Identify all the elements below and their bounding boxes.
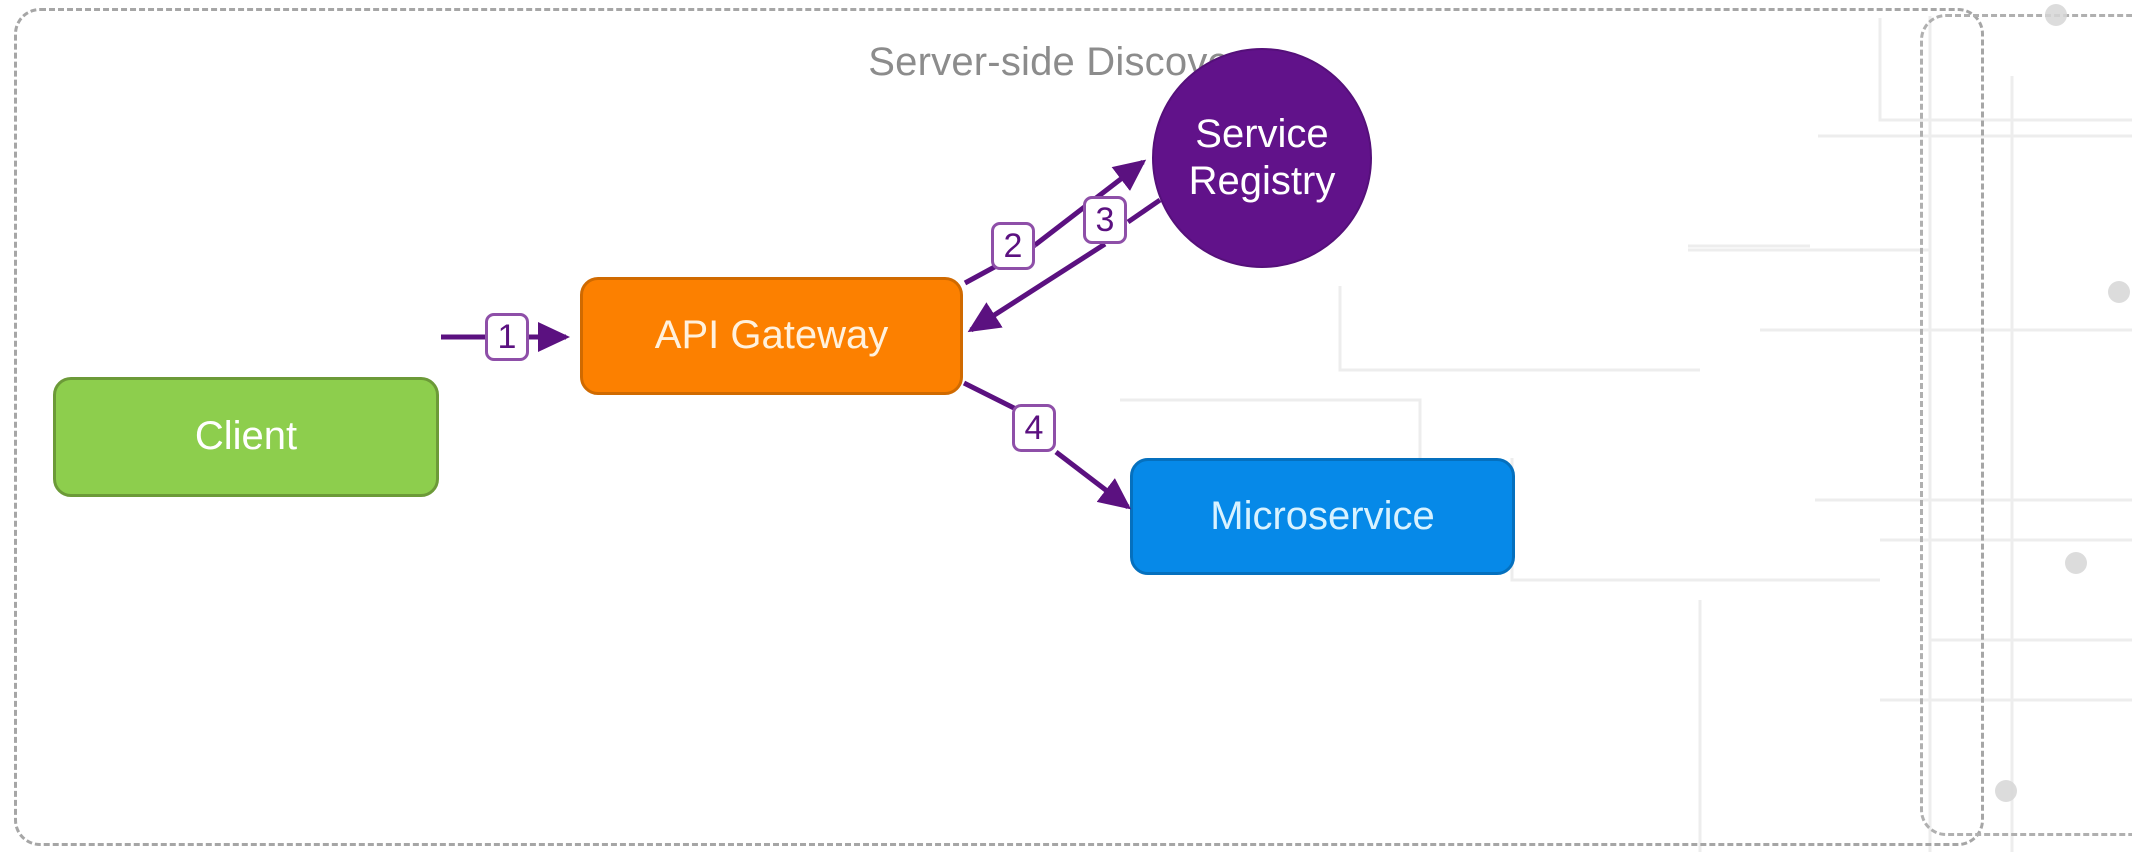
node-service-registry[interactable]: Service Registry bbox=[1152, 48, 1372, 268]
node-microservice-label: Microservice bbox=[1210, 493, 1435, 538]
resize-handle-right[interactable] bbox=[2108, 281, 2130, 303]
node-service-registry-label-line2: Registry bbox=[1188, 159, 1336, 203]
edge-label-3[interactable]: 3 bbox=[1083, 196, 1127, 244]
resize-handle-middle[interactable] bbox=[2065, 552, 2087, 574]
node-service-registry-label-line1: Service bbox=[1195, 111, 1329, 156]
resize-handle-top[interactable] bbox=[2045, 4, 2067, 26]
page-title: Server-side Discovery bbox=[868, 40, 1264, 84]
secondary-group-container[interactable] bbox=[1920, 14, 2132, 836]
main-group-container[interactable] bbox=[14, 8, 1984, 846]
edge-label-3-text: 3 bbox=[1095, 200, 1115, 239]
node-api-gateway-label: API Gateway bbox=[654, 313, 889, 358]
node-client-label: Client bbox=[194, 414, 298, 459]
edge-label-2[interactable]: 2 bbox=[991, 222, 1035, 270]
edge-label-2-text: 2 bbox=[1003, 226, 1023, 265]
node-client[interactable]: Client bbox=[53, 377, 439, 497]
node-api-gateway[interactable]: API Gateway bbox=[580, 277, 963, 395]
edge-label-1-text: 1 bbox=[497, 317, 517, 356]
edge-label-1[interactable]: 1 bbox=[485, 313, 529, 361]
node-microservice[interactable]: Microservice bbox=[1130, 458, 1515, 575]
edge-label-4[interactable]: 4 bbox=[1012, 404, 1056, 452]
edge-label-4-text: 4 bbox=[1024, 408, 1044, 447]
resize-handle-bottom[interactable] bbox=[1995, 780, 2017, 802]
